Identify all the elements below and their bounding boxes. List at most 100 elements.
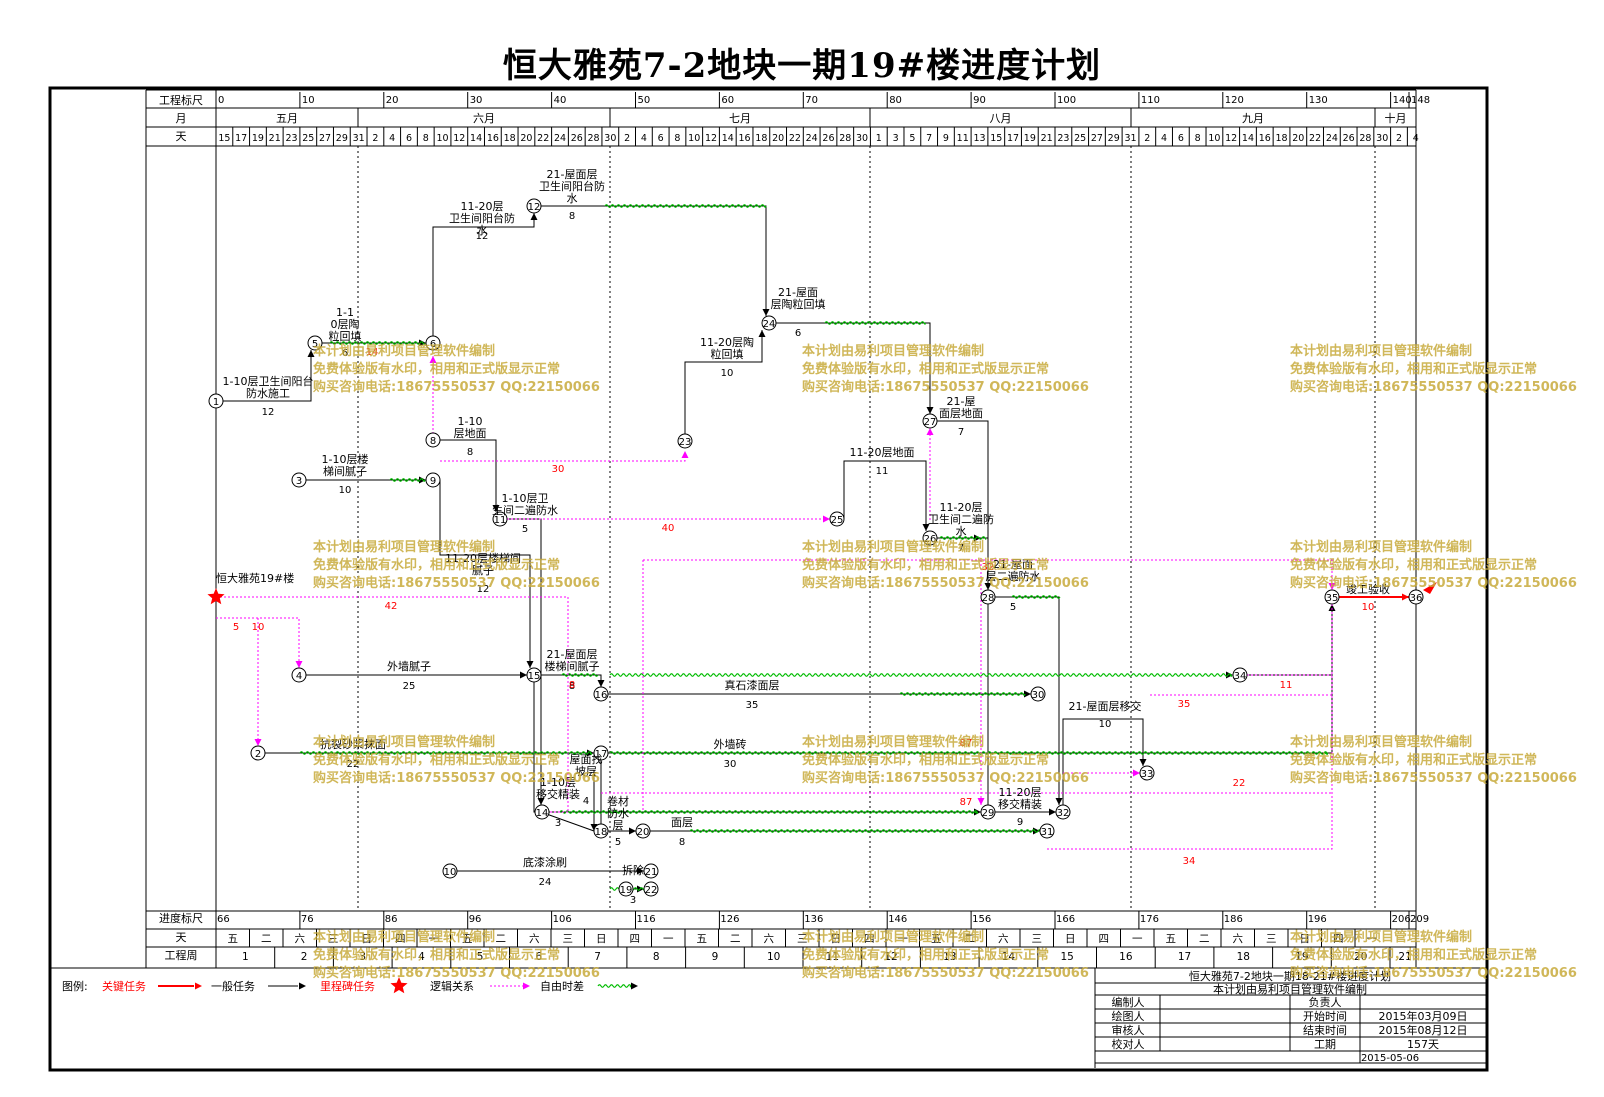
logic-arrow-head — [926, 428, 934, 435]
node-circle — [208, 393, 224, 409]
day-label: 8 — [1195, 133, 1201, 144]
scale-tick-label: 110 — [1141, 95, 1160, 106]
weekday-label: 六 — [529, 933, 540, 945]
node-number: 21 — [645, 867, 658, 878]
day-label: 20 — [772, 133, 784, 144]
month-label: 八月 — [990, 112, 1012, 125]
day-label: 10 — [436, 133, 448, 144]
weekday-label: 五 — [931, 933, 942, 945]
node-number: 31 — [1041, 827, 1054, 838]
task-duration: 24 — [539, 877, 552, 888]
milestone-star — [207, 588, 225, 605]
node-circle — [1055, 804, 1071, 820]
task-duration: 3 — [630, 895, 636, 906]
node-circle — [618, 881, 634, 897]
day-label: 26 — [1343, 133, 1355, 144]
scale-tick-label: 100 — [1057, 95, 1076, 106]
progress-tick-label: 209 — [1410, 914, 1429, 925]
free-float-value: 14 — [366, 347, 379, 358]
task-arrow-head — [758, 330, 766, 337]
free-float-value: 10 — [252, 622, 265, 633]
node-circle — [922, 413, 938, 429]
task-arrow — [995, 596, 1060, 805]
week-label: 12 — [884, 951, 897, 963]
free-float-value: 35 — [1178, 699, 1191, 710]
task-arrow-head — [1049, 808, 1056, 816]
info-label: 工期 — [1314, 1038, 1336, 1051]
node-number: 20 — [637, 827, 650, 838]
scale-tick-label: 60 — [721, 95, 734, 106]
progress-tick-label: 156 — [972, 914, 991, 925]
week-label: 18 — [1237, 951, 1250, 963]
node-circle — [1232, 667, 1248, 683]
task-name: 拆除 — [622, 863, 644, 877]
info-label: 负责人 — [1309, 995, 1342, 1009]
week-label: 13 — [943, 951, 956, 963]
node-number: 35 — [1326, 593, 1339, 604]
task-arrow — [1247, 604, 1333, 676]
logic-arrow-head — [681, 451, 689, 458]
node-number: 10 — [444, 867, 457, 878]
task-name: 21-屋面层地面 — [939, 395, 983, 420]
day-label: 27 — [319, 133, 331, 144]
week-label: 3 — [359, 951, 366, 963]
node-number: 18 — [595, 827, 608, 838]
task-arrow-head — [1328, 604, 1336, 611]
day-label: 25 — [302, 133, 314, 144]
weekday-label: 二 — [730, 933, 741, 945]
info-label: 审核人 — [1112, 1023, 1145, 1037]
node-number: 29 — [982, 808, 995, 819]
task-name: 21-屋面层卫生间阳台防水 — [539, 168, 605, 205]
task-name: 屋面找坡层 — [570, 752, 603, 778]
node-number: 15 — [528, 671, 541, 682]
task-arrow — [533, 682, 535, 813]
scale-tick-label: 120 — [1225, 95, 1244, 106]
task-arrow-head — [1033, 827, 1040, 835]
task-name: 11-20层卫生间二遍防水 — [928, 501, 994, 538]
task-arrow-head — [926, 407, 934, 414]
day-label: 21 — [269, 133, 281, 144]
node-number: 32 — [1057, 808, 1070, 819]
progress-tick-label: 196 — [1308, 914, 1327, 925]
task-arrow-head — [492, 505, 500, 512]
node-circle — [291, 472, 307, 488]
weekday-label: 六 — [998, 933, 1009, 945]
task-arrow-head — [637, 867, 644, 875]
task-arrow-head — [1139, 759, 1147, 766]
info-project-title: 恒大雅苑7-2地块一期18-21#楼进度计划 — [1189, 969, 1391, 983]
legend-milestone-label: 里程碑任务 — [320, 980, 375, 993]
node-circle — [291, 667, 307, 683]
weekday-label: 日 — [362, 933, 373, 945]
scale-tick-label: 50 — [638, 95, 651, 106]
legend-free-arrow — [631, 982, 638, 990]
month-label: 六月 — [473, 112, 495, 125]
task-name: 1-10层移交精装 — [536, 776, 580, 801]
free-float-value: 42 — [385, 601, 398, 612]
free-float-value: 87 — [960, 797, 973, 808]
task-arrow-head — [597, 680, 605, 687]
node-number: 17 — [595, 749, 608, 760]
day-label: 7 — [926, 133, 932, 144]
task-name: 21-屋面层陶粒回填 — [771, 286, 826, 311]
node-circle — [593, 823, 609, 839]
task-name: 外墙砖 — [714, 737, 747, 751]
task-arrow-head — [984, 583, 992, 590]
legend-critical-label: 关键任务 — [102, 979, 146, 993]
day-label: 19 — [252, 133, 264, 144]
day-label: 19 — [1024, 133, 1036, 144]
day-label: 2 — [624, 133, 630, 144]
week-label: 9 — [712, 951, 719, 963]
month-label: 十月 — [1385, 111, 1407, 125]
scale-tick-label: 10 — [302, 95, 315, 106]
weekday-label: 二 — [1199, 933, 1210, 945]
free-float-value: 8 — [569, 680, 575, 691]
task-duration: 9 — [1017, 817, 1023, 828]
node-circle — [677, 433, 693, 449]
task-duration: 12 — [477, 584, 490, 595]
node-number: 1 — [213, 397, 219, 408]
task-name: 底漆涂刷 — [523, 855, 567, 869]
weekday-label: 五 — [697, 933, 708, 945]
day-label: 18 — [755, 133, 767, 144]
node-circle — [1039, 823, 1055, 839]
progress-tick-label: 136 — [804, 914, 823, 925]
